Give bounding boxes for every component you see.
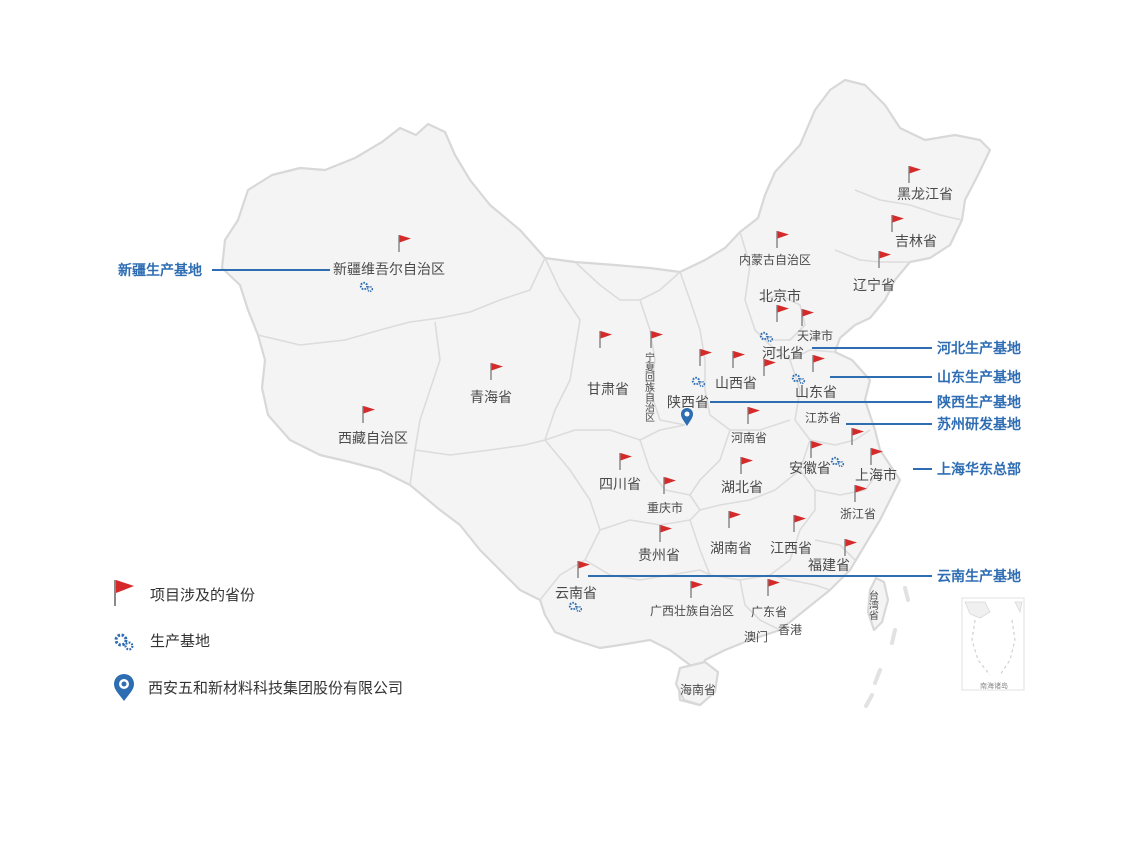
label-guizhou: 贵州省	[638, 548, 680, 564]
label-neimenggu: 内蒙古自治区	[739, 252, 811, 267]
province-labels: 黑龙江省 吉林省 辽宁省 内蒙古自治区 北京市 天津市 河北省 山西省 山东省 …	[333, 187, 953, 697]
label-shandong: 山东省	[795, 385, 837, 401]
base-label-shanghai: 上海华东总部	[937, 461, 1021, 478]
inset-label: 南海诸岛	[980, 681, 1008, 690]
label-henan: 河南省	[731, 430, 767, 445]
label-guangdong: 广东省	[751, 605, 787, 619]
base-label-shandong: 山东生产基地	[937, 369, 1021, 386]
label-beijing: 北京市	[759, 288, 801, 305]
label-liaoning: 辽宁省	[853, 277, 895, 294]
legend-flag-icon	[114, 580, 134, 606]
label-taiwan: 台湾省	[867, 589, 879, 621]
label-ningxia: 宁夏回族自治区	[643, 351, 655, 422]
hq-pin	[681, 408, 693, 426]
legend-gear-icon	[114, 633, 134, 651]
base-labels: 新疆生产基地 河北生产基地 山东生产基地 陕西生产基地 苏州研发基地 上海华东总…	[118, 262, 1021, 585]
base-label-xinjiang: 新疆生产基地	[118, 262, 202, 279]
label-guangxi: 广西壮族自治区	[650, 604, 734, 618]
legend-pin-icon	[114, 674, 134, 701]
legend-flag-text: 项目涉及的省份	[150, 586, 255, 604]
legend-gear-text: 生产基地	[150, 632, 210, 650]
label-hainan: 海南省	[680, 682, 716, 697]
legend-pin-text: 西安五和新材料科技集团股份有限公司	[148, 679, 403, 697]
label-shanxi: 山西省	[715, 376, 757, 392]
label-shaanxi: 陕西省	[667, 395, 709, 411]
label-heilongjiang: 黑龙江省	[897, 187, 953, 203]
leader-lines	[212, 269, 932, 577]
base-label-yunnan: 云南生产基地	[937, 568, 1021, 585]
china-landmass	[220, 78, 992, 707]
province-borders	[257, 189, 963, 631]
hainan-island	[674, 660, 720, 707]
label-hubei: 湖北省	[721, 480, 763, 496]
legend: 项目涉及的省份 生产基地 西安五和新材料科技集团股份有限公司	[114, 580, 403, 701]
label-sichuan: 四川省	[599, 477, 641, 493]
label-zhejiang: 浙江省	[840, 507, 876, 521]
label-hunan: 湖南省	[710, 541, 752, 557]
label-jiangxi: 江西省	[770, 541, 812, 557]
base-label-suzhou: 苏州研发基地	[937, 416, 1021, 433]
base-label-hebei: 河北生产基地	[937, 340, 1021, 357]
taiwan-island	[866, 576, 890, 632]
base-label-shaanxi: 陕西生产基地	[937, 394, 1021, 411]
label-qinghai: 青海省	[470, 390, 512, 406]
label-aomen: 澳门	[744, 629, 768, 644]
label-shanghai: 上海市	[855, 467, 897, 484]
label-hebei: 河北省	[762, 346, 804, 362]
label-gansu: 甘肃省	[587, 382, 629, 398]
label-chongqing: 重庆市	[647, 500, 683, 515]
label-xinjiang: 新疆维吾尔自治区	[333, 262, 445, 278]
label-fujian: 福建省	[808, 558, 850, 574]
south-china-sea-inset: 南海诸岛	[961, 597, 1025, 691]
label-tianjin: 天津市	[797, 328, 833, 343]
label-xianggang: 香港	[778, 623, 802, 637]
label-anhui: 安徽省	[789, 461, 831, 477]
nine-dash-line	[864, 586, 910, 708]
label-jilin: 吉林省	[895, 234, 937, 250]
label-xizang: 西藏自治区	[338, 431, 408, 447]
label-yunnan: 云南省	[555, 586, 597, 602]
label-jiangsu: 江苏省	[805, 411, 841, 425]
